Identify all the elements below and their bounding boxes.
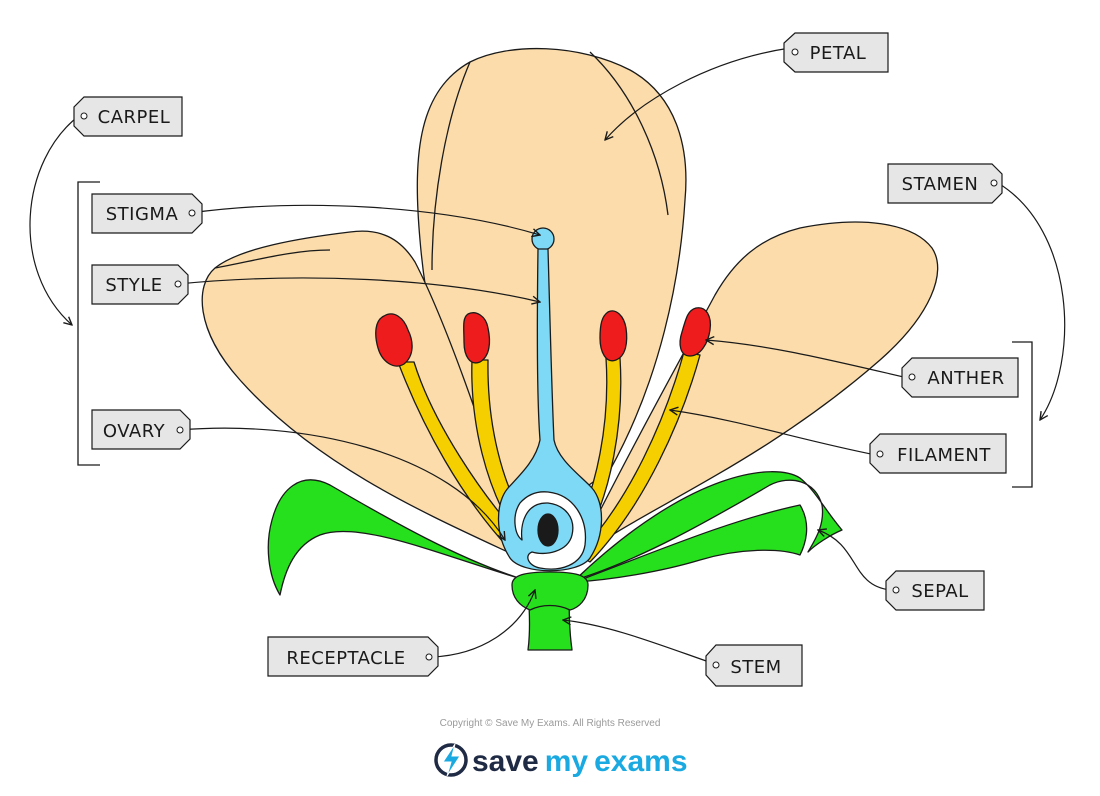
leader-anther: [706, 340, 909, 379]
left-petal: [201, 230, 526, 561]
label-anther: ANTHER: [927, 368, 1004, 389]
tag-style: STYLE: [91, 264, 189, 305]
right-sepal: [574, 471, 843, 581]
leader-carpel: [29, 114, 81, 325]
tag-filament: FILAMENT: [869, 433, 1007, 474]
tag-sepal: SEPAL: [885, 570, 985, 611]
brand-my: my: [545, 745, 589, 778]
receptacle: [511, 571, 589, 611]
tags: PETAL CARPEL STAMEN STIGMA STYLE: [73, 32, 1019, 687]
left-petal-edge: [214, 249, 331, 269]
leader-stigma: [189, 204, 540, 235]
anther-3: [599, 310, 628, 362]
carpel-bracket: [77, 181, 100, 466]
anther-2: [463, 312, 491, 364]
stigma: [531, 227, 555, 251]
center-petal-fold-2: [589, 51, 669, 216]
leader-ovary: [179, 427, 505, 540]
tag-stigma: STIGMA: [91, 193, 203, 234]
anther-4: [679, 307, 712, 357]
center-petal-fold: [431, 61, 471, 271]
ovule: [537, 513, 559, 547]
leader-stamen: [997, 182, 1066, 420]
brand-exams: exams: [594, 745, 687, 778]
lightning-icon: [434, 743, 468, 777]
brackets: [77, 181, 1033, 488]
leader-style: [177, 277, 540, 302]
brand-save: save: [472, 745, 539, 778]
leader-receptacle: [431, 590, 535, 658]
leader-stem: [563, 620, 713, 664]
tag-petal: PETAL: [783, 32, 889, 73]
tag-receptacle: RECEPTACLE: [267, 636, 439, 677]
label-sepal: SEPAL: [911, 581, 968, 602]
label-stigma: STIGMA: [106, 204, 179, 225]
label-stem: STEM: [730, 657, 781, 678]
left-sepal: [267, 479, 526, 596]
leader-petal: [605, 47, 791, 140]
label-receptacle: RECEPTACLE: [286, 648, 405, 669]
copyright-text: Copyright © Save My Exams. All Rights Re…: [440, 718, 661, 729]
tag-stem: STEM: [705, 644, 803, 687]
tag-anther: ANTHER: [901, 357, 1019, 398]
leader-sepal: [818, 530, 891, 591]
style: [497, 248, 603, 572]
label-ovary: OVARY: [103, 421, 166, 442]
label-style: STYLE: [105, 275, 162, 296]
label-filament: FILAMENT: [897, 445, 991, 466]
label-petal: PETAL: [810, 43, 867, 64]
flower: [201, 47, 939, 651]
ovary-chamber: [514, 491, 587, 570]
leader-filament: [670, 410, 877, 456]
leader-lines: [29, 47, 1066, 664]
label-stamen: STAMEN: [902, 174, 979, 195]
anther-1: [375, 313, 413, 367]
tag-carpel: CARPEL: [73, 96, 183, 137]
right-sepal-lower: [574, 504, 808, 583]
tag-ovary: OVARY: [91, 409, 191, 450]
stamen-bracket: [1012, 341, 1033, 488]
label-carpel: CARPEL: [98, 107, 171, 128]
tag-stamen: STAMEN: [887, 163, 1003, 204]
